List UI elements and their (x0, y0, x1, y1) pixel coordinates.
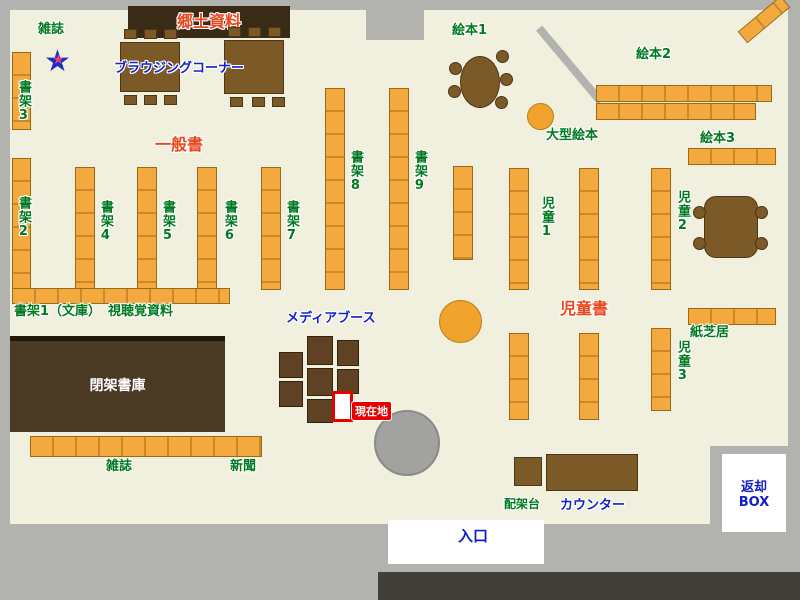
shelf-6 (197, 167, 217, 290)
children-lower-shelf (509, 333, 529, 420)
browsing-corner-label: ブラウジングコーナー (114, 61, 245, 76)
chair (144, 29, 157, 39)
chair (693, 206, 706, 219)
children-1-shelf (509, 168, 529, 290)
shelving-table (514, 457, 542, 486)
kamishibai-shelf (688, 308, 776, 325)
closed-stacks: 閉架書庫 (10, 336, 225, 432)
children-3-label: 児童3 (674, 340, 690, 384)
shelf-6-label: 書架6 (221, 200, 237, 244)
picture-books-table (460, 56, 500, 108)
current-location-booth (332, 391, 353, 422)
picture-books-2-shelf (596, 103, 756, 120)
bottom-dark-wall (378, 572, 800, 600)
chair (252, 97, 265, 107)
picture-books-2-shelf (596, 85, 772, 102)
shelf-3-label: 書架3 (15, 80, 31, 124)
children-table (704, 196, 758, 258)
local-materials-label: 郷土資料 (176, 11, 241, 31)
chair (228, 27, 241, 37)
return-box-label-line2: BOX (738, 495, 770, 510)
chair (500, 73, 513, 86)
media-booth-seat (337, 340, 359, 366)
center-small-shelf (453, 166, 473, 260)
magazines-bottom-label: 雑誌 (106, 459, 133, 474)
picture-books-1-label: 絵本1 (452, 23, 488, 38)
picture-books-3-label: 絵本3 (700, 131, 736, 146)
entrance-opening (388, 520, 544, 564)
media-booth-seat (307, 368, 333, 396)
magazine-newspaper-shelf (30, 436, 262, 457)
picture-books-2-label: 絵本2 (636, 47, 672, 62)
return-box-label-line1: 返却 (740, 480, 767, 495)
browsing-table (120, 42, 180, 92)
pillar-wall-top (366, 0, 424, 40)
chair (495, 96, 508, 109)
children-2-label: 児童2 (674, 190, 690, 234)
general-books-label: 一般書 (155, 135, 204, 154)
chair (124, 29, 137, 39)
counter-label: カウンター (560, 498, 626, 513)
chair (448, 85, 461, 98)
magazine-display-star-icon: ★ ★ (44, 46, 76, 78)
chair (124, 95, 137, 105)
media-booth-seat (279, 381, 303, 407)
shelf-8 (325, 88, 345, 290)
star-inner-icon: ★ (52, 52, 65, 68)
chair (496, 50, 509, 63)
return-box: 返却 BOX (722, 454, 786, 532)
media-booth-seat (279, 352, 303, 378)
closed-stacks-label: 閉架書庫 (89, 378, 146, 395)
chair (164, 95, 177, 105)
shelving-table-label: 配架台 (504, 497, 541, 511)
chair (268, 27, 281, 37)
entrance-label: 入口 (458, 527, 489, 545)
large-picture-books-stand (527, 103, 554, 130)
shelf-9 (389, 88, 409, 290)
shelf-7-label: 書架7 (283, 200, 299, 244)
media-booth-seat (307, 336, 333, 365)
chair (755, 237, 768, 250)
shelf-4-label: 書架4 (97, 200, 113, 244)
shelf-2-label: 書架2 (15, 196, 31, 240)
chair (230, 97, 243, 107)
picture-books-3-shelf (688, 148, 776, 165)
children-3-shelf (651, 328, 671, 411)
chair (248, 27, 261, 37)
star-outer-icon: ★ (44, 44, 71, 79)
newspapers-label: 新聞 (230, 459, 257, 474)
media-booth-label: メディアブース (286, 311, 376, 326)
pillar (374, 410, 440, 476)
kamishibai-label: 紙芝居 (690, 325, 730, 340)
children-books-label: 児童書 (560, 299, 609, 318)
children-1-label: 児童1 (538, 196, 554, 240)
current-location-badge: 現在地 (352, 402, 391, 420)
chair (693, 237, 706, 250)
children-lower-shelf (579, 333, 599, 420)
large-picture-books-label: 大型絵本 (546, 128, 599, 143)
magazines-top-label: 雑誌 (38, 22, 65, 37)
shelf-5 (137, 167, 157, 290)
shelf-8-label: 書架8 (347, 150, 363, 194)
children-shelf (579, 168, 599, 290)
counter (546, 454, 638, 491)
children-2-shelf (651, 168, 671, 290)
shelf-5-label: 書架5 (159, 200, 175, 244)
chair (144, 95, 157, 105)
chair (755, 206, 768, 219)
shelf-1-bunko-shelf (12, 288, 230, 304)
chair (272, 97, 285, 107)
shelf-4 (75, 167, 95, 290)
chair (164, 29, 177, 39)
shelf-3 (12, 52, 31, 130)
children-round-stand (439, 300, 482, 343)
chair (449, 62, 462, 75)
media-booth-seat (307, 399, 333, 423)
shelf-7 (261, 167, 281, 290)
shelf-9-label: 書架9 (411, 150, 427, 194)
audio-visual-label: 視聴覚資料 (108, 304, 174, 319)
shelf-1-bunko-label: 書架1（文庫） (14, 304, 102, 319)
browsing-table (224, 40, 284, 94)
